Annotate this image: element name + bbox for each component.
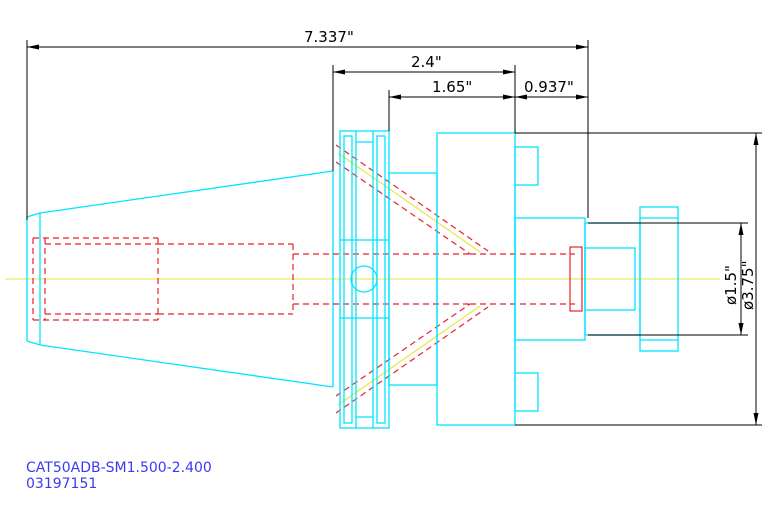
dim-text-gauge: 2.4" bbox=[411, 53, 442, 71]
hidden-cone bbox=[335, 144, 489, 414]
dim-text-projection: 0.937" bbox=[524, 78, 574, 96]
dim-text-bore: ø1.5" bbox=[722, 265, 740, 305]
v-flange bbox=[339, 130, 390, 429]
part-number: CAT50ADB-SM1.500-2.400 bbox=[26, 460, 212, 476]
hidden-end bbox=[569, 246, 583, 312]
dim-gauge-to-face: 2.4" bbox=[332, 53, 516, 171]
dim-text-overall: 7.337" bbox=[304, 28, 354, 46]
dim-bore-diameter: ø1.5" bbox=[588, 222, 748, 336]
dim-text-body: ø3.75" bbox=[739, 261, 757, 310]
drawing-number: 03197151 bbox=[26, 476, 98, 492]
taper-shank bbox=[26, 170, 334, 388]
coolant-channels bbox=[337, 152, 481, 406]
title-block: CAT50ADB-SM1.500-2.400 03197151 bbox=[26, 460, 212, 492]
dim-text-flange: 1.65" bbox=[432, 78, 472, 96]
dim-flange-to-face: 1.65" bbox=[388, 78, 515, 131]
dim-body-diameter: ø3.75" bbox=[515, 132, 762, 426]
dim-projection: 0.937" bbox=[515, 78, 588, 100]
dim-overall-length: 7.337" bbox=[26, 28, 589, 220]
hidden-bore bbox=[32, 237, 575, 321]
